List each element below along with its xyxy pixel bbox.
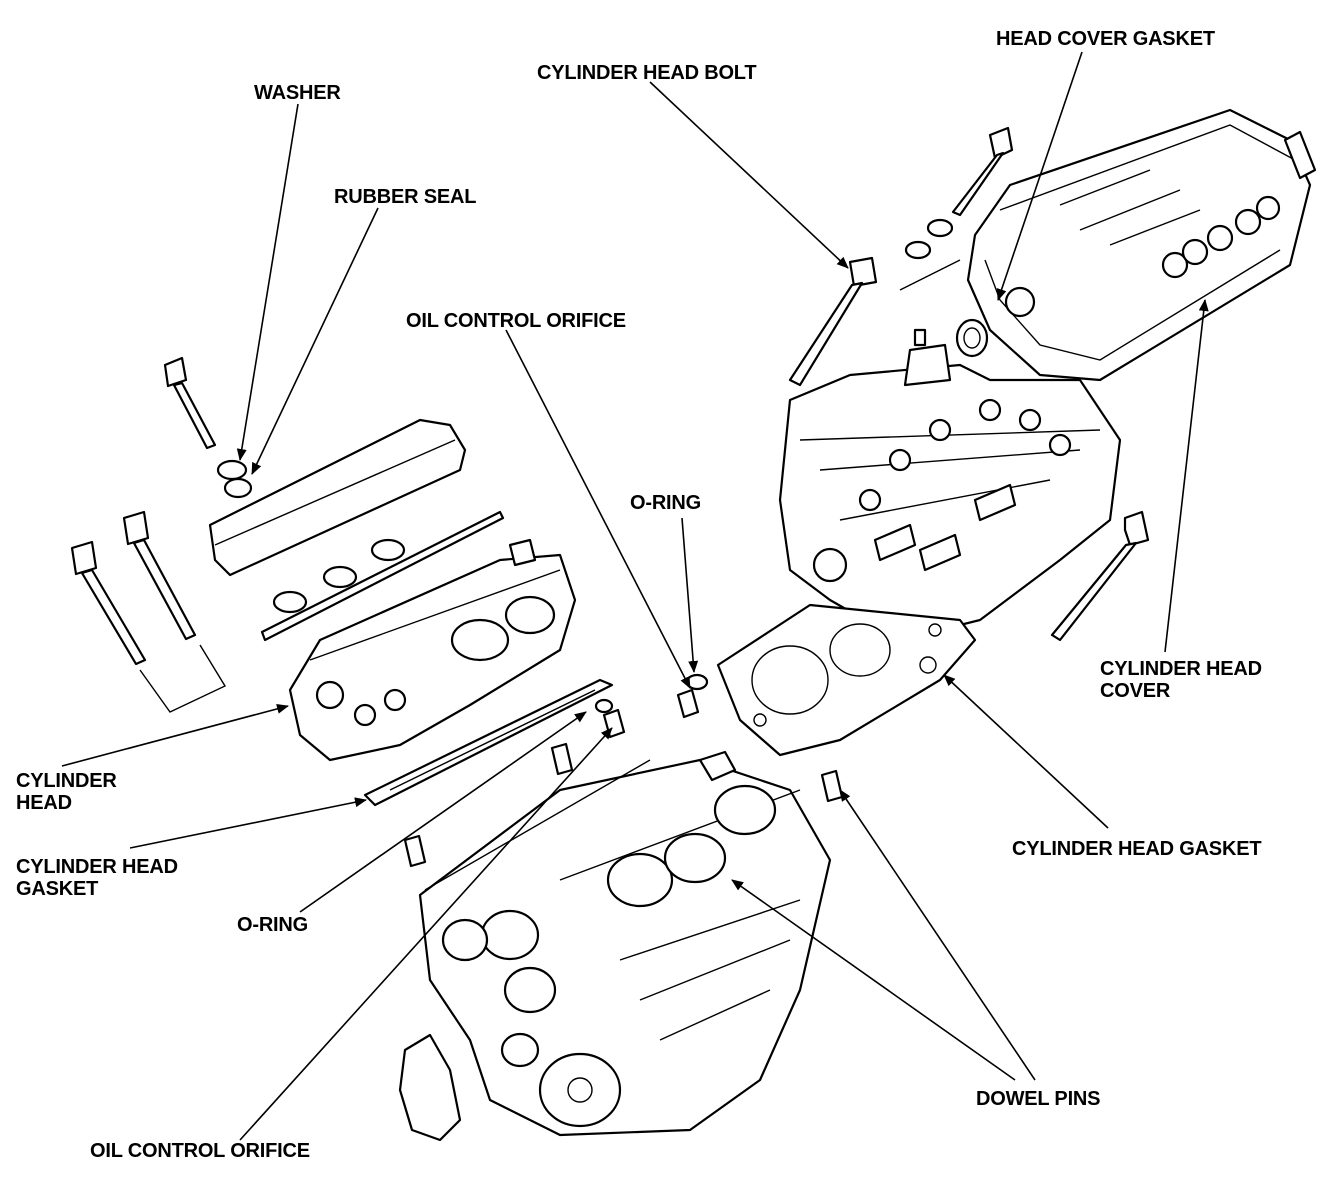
left-head-bolts — [70, 510, 227, 713]
right-head-bolt-top — [788, 256, 878, 387]
label-cylinder-head-bolt: CYLINDER HEAD BOLT — [537, 62, 757, 84]
label-o-ring-left: O-RING — [237, 914, 309, 936]
label-cylinder-head-line2: HEAD — [16, 792, 72, 814]
label-cylinder-head-cover-line2: COVER — [1100, 680, 1171, 702]
leader-lines — [61, 51, 1209, 1141]
label-cylinder-head-gasket-left-line1: CYLINDER HEAD — [16, 856, 178, 878]
left-cylinder-head — [288, 538, 577, 762]
label-cylinder-head-cover-line1: CYLINDER HEAD — [1100, 658, 1262, 680]
label-cylinder-head-gasket-right: CYLINDER HEAD GASKET — [1012, 838, 1262, 860]
right-cover-bolt-set — [899, 126, 1014, 291]
label-oil-control-orifice-bottom: OIL CONTROL ORIFICE — [90, 1140, 310, 1162]
label-dowel-pins: DOWEL PINS — [976, 1088, 1101, 1110]
right-cylinder-head-cover — [966, 108, 1317, 382]
right-head-bolt-side — [1050, 510, 1150, 642]
left-cover-gasket — [260, 510, 505, 642]
engine-block — [398, 750, 832, 1142]
label-cylinder-head-gasket-left-line2: GASKET — [16, 878, 99, 900]
left-cylinder-head-cover — [208, 418, 467, 577]
label-cylinder-head-cover: CYLINDER HEAD COVER — [1100, 658, 1262, 702]
label-head-cover-gasket: HEAD COVER GASKET — [996, 28, 1215, 50]
o-rings-and-orifices — [594, 673, 709, 739]
label-washer: WASHER — [254, 82, 341, 104]
label-oil-control-orifice-top: OIL CONTROL ORIFICE — [406, 310, 626, 332]
label-rubber-seal: RUBBER SEAL — [334, 186, 477, 208]
right-cylinder-head-gasket — [716, 603, 977, 757]
label-cylinder-head-gasket-left: CYLINDER HEAD GASKET — [16, 856, 178, 900]
label-cylinder-head: CYLINDER HEAD — [16, 770, 117, 814]
right-cylinder-head — [778, 318, 1122, 642]
label-cylinder-head-line1: CYLINDER — [16, 770, 117, 792]
left-cover-bolt-set — [163, 356, 253, 499]
label-o-ring-mid: O-RING — [630, 492, 702, 514]
left-cylinder-head-gasket — [363, 678, 614, 807]
